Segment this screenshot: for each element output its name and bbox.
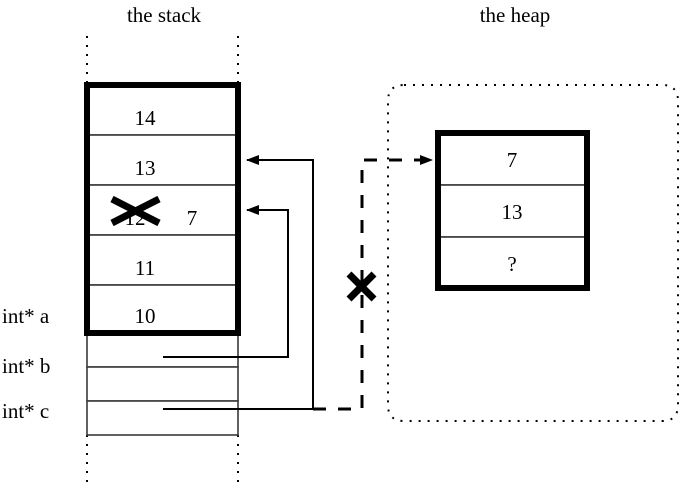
var-label-a: int* a [2, 304, 50, 328]
pointer-arrow-b-to-stack-cell-2 [163, 205, 289, 358]
stack-cell-2 [86, 184, 239, 236]
heap-cell-1 [437, 184, 588, 238]
heap-cell-0-value: 7 [507, 148, 518, 172]
stack-cell-var-c [86, 400, 239, 436]
stack-frame-outline [84, 82, 241, 336]
stack-cell-var-a [86, 332, 239, 368]
stack-cell-4 [86, 284, 239, 334]
stack-cell-2-value: 7 [187, 206, 198, 230]
var-label-c: int* c [2, 399, 49, 423]
stack-cell-4-value: 10 [135, 304, 156, 328]
heap-block-outline [435, 130, 590, 291]
dangling-pointer-arrow-to-heap [313, 155, 433, 411]
stack-title: the stack [127, 3, 202, 27]
heap-region-boundary [387, 84, 679, 422]
stack-cell-1 [86, 134, 239, 186]
pointer-arrow-c-to-stack-cell-1 [163, 155, 314, 410]
var-label-b: int* b [2, 354, 50, 378]
heap-block-cells [435, 130, 590, 291]
invalid-pointer-cross-icon [346, 271, 377, 302]
stack-frame-cells [84, 82, 241, 336]
stack-cell-1-value: 13 [135, 156, 156, 180]
stack-pointer-var-cells [86, 332, 239, 436]
overwritten-value-cross-icon [110, 195, 161, 227]
heap-cell-2 [437, 236, 588, 289]
stack-cell-var-b [86, 366, 239, 402]
stack-cell-3-value: 11 [135, 256, 155, 280]
heap-cell-2-value: ? [507, 252, 516, 276]
stack-cell-3 [86, 234, 239, 286]
heap-cell-1-value: 13 [502, 200, 523, 224]
stack-cell-0 [86, 84, 239, 136]
stack-cell-0-value: 14 [135, 106, 157, 130]
heap-title: the heap [480, 3, 551, 27]
